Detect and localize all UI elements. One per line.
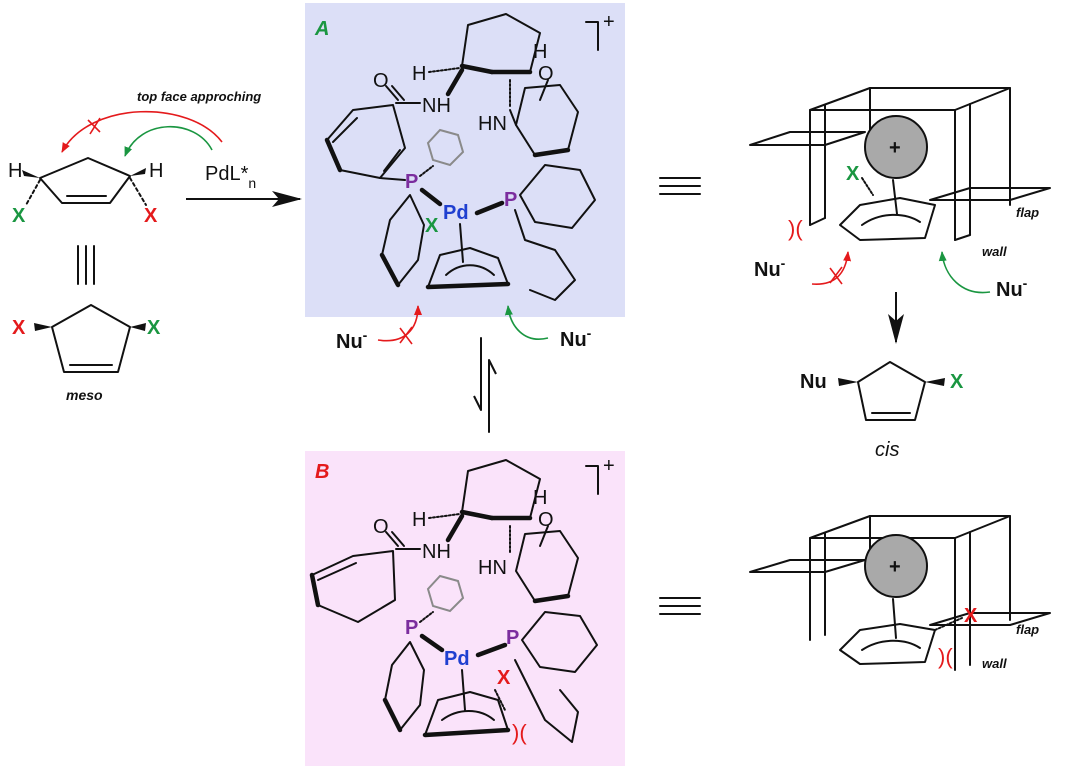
nu-right-label: Nu- <box>560 325 592 351</box>
meso-x-green-label: X <box>147 317 161 339</box>
h-label: H <box>533 487 547 509</box>
nu-left-label: Nu- <box>754 255 786 281</box>
metal-sphere <box>864 534 928 598</box>
o-label: O <box>538 63 554 85</box>
h-label: H <box>412 509 426 531</box>
equilibrium-arrows <box>473 337 497 433</box>
steric-clash-mark: )( <box>788 216 803 241</box>
panel-b-background <box>305 451 625 766</box>
h-right-label: H <box>149 160 163 182</box>
x-label: X <box>846 163 860 185</box>
metal-charge: + <box>889 137 901 159</box>
palladium-label: Pd <box>444 648 470 670</box>
palladium-label: Pd <box>443 202 469 224</box>
equivalence-symbol-vertical <box>77 245 95 285</box>
o-label: O <box>538 509 554 531</box>
complex-a: A + H H NH O HN P Pd <box>314 11 615 353</box>
phosphorus-left-label: P <box>405 171 418 193</box>
green-approach-arrow <box>124 125 213 157</box>
product-cis-cyclopentene: Nu X cis <box>800 361 964 461</box>
red-cross-mark <box>87 117 101 135</box>
nu-attack-arrow <box>504 305 549 340</box>
nu-attack-arrow <box>938 251 991 294</box>
h-label: H <box>533 41 547 63</box>
meso-x-red-label: X <box>12 317 26 339</box>
phosphorus-right-label: P <box>506 627 519 649</box>
hn-label: HN <box>478 557 507 579</box>
nu-left-label: Nu- <box>336 327 368 353</box>
red-cross-mark <box>399 326 413 345</box>
approach-label: top face approching <box>137 89 261 104</box>
quadrant-model-b: + X )( flap wall <box>749 515 1051 671</box>
panel-b-charge: + <box>603 455 615 477</box>
nu-label: Nu <box>800 371 827 393</box>
nh-label: NH <box>422 95 451 117</box>
o-label: O <box>373 516 389 538</box>
cis-label: cis <box>875 439 899 461</box>
x-label: X <box>950 371 964 393</box>
x-label: X <box>425 215 439 237</box>
equivalence-symbol-bottom <box>659 597 701 615</box>
flap-label: flap <box>1016 622 1039 637</box>
metal-sphere <box>864 115 928 179</box>
wall-label: wall <box>982 656 1007 671</box>
complex-b: B + H H NH O HN P Pd P X O <box>309 455 615 745</box>
x-label: X <box>964 605 978 627</box>
substrate-cyclopentene: H H X X <box>8 157 163 227</box>
flap-label: flap <box>1016 205 1039 220</box>
quadrant-model-a: + X )( flap wall Nu- Nu- <box>749 87 1051 301</box>
meso-cyclopentene: X X meso <box>12 304 161 403</box>
equivalence-symbol-top <box>659 177 701 195</box>
nu-blocked-arrow <box>811 251 852 285</box>
phosphorus-right-label: P <box>504 189 517 211</box>
panel-b-label: B <box>315 461 329 483</box>
wall-label: wall <box>982 244 1007 259</box>
hn-label: HN <box>478 113 507 135</box>
red-cross-mark <box>829 266 843 285</box>
metal-charge: + <box>889 556 901 578</box>
panel-a-label: A <box>314 18 329 40</box>
x-red-label: X <box>144 205 158 227</box>
x-green-label: X <box>12 205 26 227</box>
h-label: H <box>412 63 426 85</box>
panel-a-charge: + <box>603 11 615 33</box>
o-label: O <box>373 70 389 92</box>
x-label: X <box>497 667 511 689</box>
red-blocked-approach-arrow <box>61 110 223 153</box>
reagent-label: PdL*n <box>205 163 256 191</box>
nh-label: NH <box>422 541 451 563</box>
phosphorus-left-label: P <box>405 617 418 639</box>
steric-clash-mark: )( <box>512 720 527 745</box>
h-left-label: H <box>8 160 22 182</box>
meso-label: meso <box>66 387 103 403</box>
nu-right-label: Nu- <box>996 275 1028 301</box>
steric-clash-mark: )( <box>938 644 953 669</box>
